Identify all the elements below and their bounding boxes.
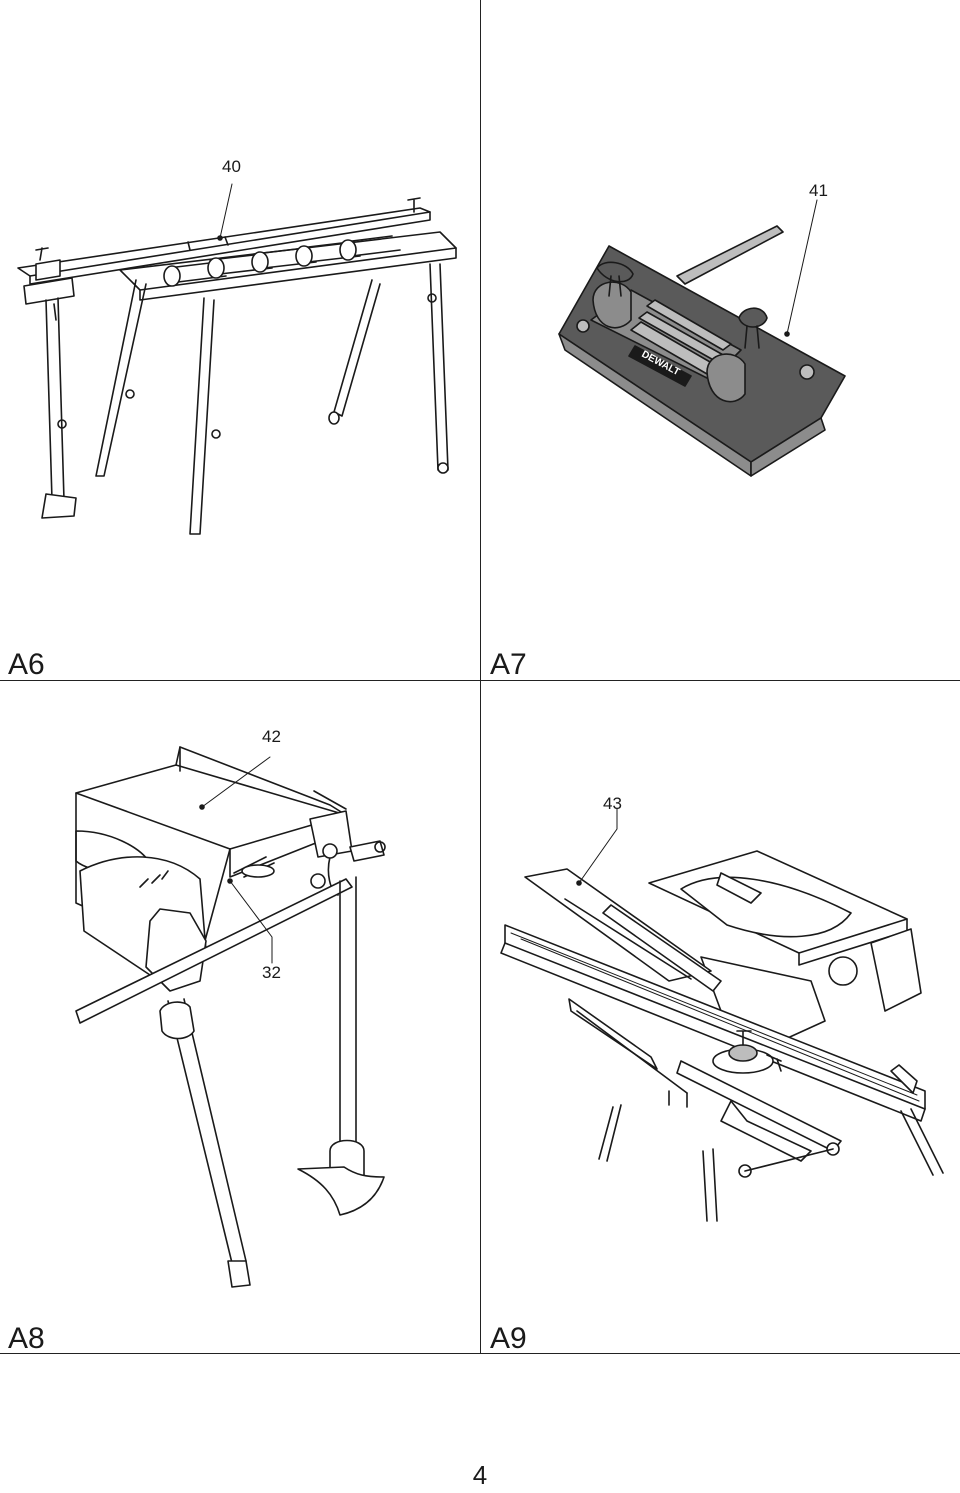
callout-43: 43 [603,794,622,813]
figure-label-a8: A8 [8,1322,45,1355]
panel-divider-horizontal-bottom [0,1353,960,1354]
callout-32: 32 [262,963,281,982]
figure-a8-panel: 42 32 [0,681,480,1353]
figure-a6-drawing [17,183,457,535]
figure-label-a9: A9 [490,1322,527,1355]
callout-40: 40 [222,157,241,176]
figure-a9-drawing [500,808,944,1222]
page-number: 4 [472,1460,488,1490]
figure-a8-drawing [75,746,386,1288]
callout-41: 41 [809,181,828,200]
figure-a6-panel: 40 [0,0,480,680]
figure-label-a6: A6 [8,648,45,681]
figure-label-a7: A7 [490,648,527,681]
panel-divider-horizontal-top [0,680,960,681]
figure-a9-panel: 43 [481,681,960,1353]
panel-divider-vertical [480,0,481,1354]
figure-a7-panel: DEWALT 41 [481,0,960,680]
callout-42: 42 [262,727,281,746]
figure-a7-drawing: DEWALT [558,199,846,477]
